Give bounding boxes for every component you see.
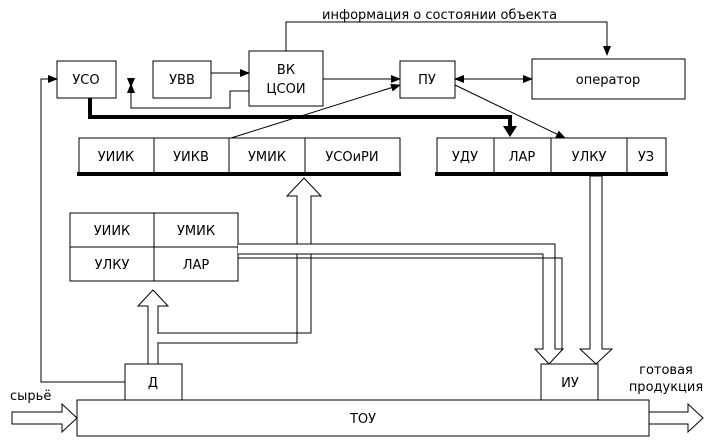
right-module-udu: УДУ <box>452 150 478 165</box>
left-module-uikv: УИКВ <box>173 150 209 165</box>
grid-to-iu-upper-channel <box>238 243 565 365</box>
info-feedback-label: информация о состоянии объекта <box>322 8 557 23</box>
right-module-ulku: УЛКУ <box>572 150 607 165</box>
pu-label: ПУ <box>418 73 436 88</box>
iu-label: ИУ <box>561 376 579 391</box>
grid-module-umik: УМИК <box>177 224 215 239</box>
raw-material-input-arrow <box>11 402 78 434</box>
product-label-line2: продукция <box>629 380 703 395</box>
uvv-block: УВВ <box>152 60 212 99</box>
product-label-line1: готовая <box>639 363 693 378</box>
grid-module-ulku: УЛКУ <box>95 258 130 273</box>
tou-object-block: ТОУ <box>76 399 650 437</box>
grid-module-lar: ЛАР <box>183 258 210 273</box>
iu-actuator-block: ИУ <box>540 363 599 401</box>
pu-block: ПУ <box>399 60 456 99</box>
left-module-usoiri: УСОиРИ <box>325 150 378 165</box>
left-module-umik: УМИК <box>248 150 286 165</box>
d-to-uso-line <box>40 75 125 383</box>
grid-module-uiik: УИИК <box>94 224 131 239</box>
main-data-bus <box>88 98 512 128</box>
right-module-uz: УЗ <box>638 150 654 165</box>
info-feedback-line <box>285 21 611 56</box>
uvv-label: УВВ <box>169 73 195 88</box>
d-to-left-bus-hollow-arrow <box>158 177 323 344</box>
operator-label: оператор <box>576 73 640 88</box>
tou-label: ТОУ <box>349 412 376 427</box>
right-module-row: УДУ ЛАР УЛКУ УЗ <box>436 137 667 174</box>
d-label: Д <box>148 376 158 391</box>
uso-block: УСО <box>56 60 117 99</box>
vk-label: ВК <box>277 63 295 78</box>
d-sensor-block: Д <box>124 363 183 401</box>
grid-to-iu-lower-channel <box>238 257 563 349</box>
raw-material-label: сырьё <box>10 389 51 404</box>
vk-csoi-block: ВК ЦСОИ <box>248 50 324 107</box>
product-output-arrow <box>648 402 704 434</box>
umik-to-pu-arrow <box>230 83 401 139</box>
left-module-row: УИИК УИКВ УМИК УСОиРИ <box>78 137 401 174</box>
left-module-uiik: УИИК <box>98 150 135 165</box>
main-bus-arrowhead <box>503 126 517 137</box>
d-to-grid-hollow-arrow <box>136 289 170 365</box>
right-module-lar: ЛАР <box>509 150 536 165</box>
csoi-label: ЦСОИ <box>266 82 305 97</box>
ulku-to-iu-hollow-arrow <box>578 175 614 365</box>
sensor-module-grid: УИИК УМИК УЛКУ ЛАР <box>69 212 239 282</box>
operator-block: оператор <box>531 58 686 100</box>
pu-to-ulku-arrow <box>454 84 566 139</box>
uso-label: УСО <box>72 73 99 88</box>
